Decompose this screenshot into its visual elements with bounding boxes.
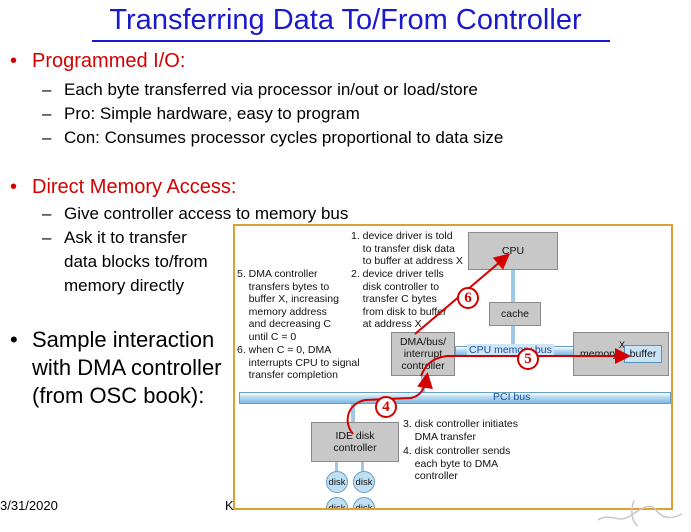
arrow-step-5 (420, 348, 631, 377)
footer-date: 3/31/2020 (0, 498, 58, 513)
cache-bus-link (511, 326, 515, 348)
slide-title: Transferring Data To/From Controller (109, 4, 582, 36)
note-step-3: 3. disk controller initiates DMA transfe… (403, 418, 518, 443)
step-4-marker: 4 (375, 396, 397, 418)
title-underline (92, 40, 610, 42)
bullet-dot: • (10, 176, 18, 198)
sample-line-2: with DMA controller (32, 355, 222, 380)
programmed-io-heading: Programmed I/O: (32, 50, 186, 72)
pci-bus-label: PCI bus (493, 391, 531, 403)
dma-diagram: 1. device driver is told to transfer dis… (233, 224, 673, 510)
note-step-4: 4. disk controller sends each byte to DM… (403, 445, 511, 482)
bullet-programmed-io: • Programmed I/O: (10, 50, 185, 73)
bullet-dot: • (10, 50, 18, 72)
programmed-io-sub-2: –Pro: Simple hardware, easy to program (42, 104, 360, 123)
sample-line-3: (from OSC book): (32, 383, 205, 408)
signature-watermark (597, 499, 683, 527)
ide-pci-link (351, 404, 355, 422)
step-5-marker: 5 (517, 348, 539, 370)
note-step-5: 5. DMA controller transfers bytes to buf… (237, 268, 339, 343)
footer-author-initial: K (225, 498, 234, 513)
dma-sub-1: –Give controller access to memory bus (42, 204, 349, 223)
buffer-box: buffer (624, 345, 662, 363)
ide-controller-box: IDE disk controller (311, 422, 399, 462)
pci-bus (239, 392, 671, 404)
disk-link-right (361, 462, 364, 474)
transfer-arrows (346, 253, 631, 435)
disk-icon: disk (326, 471, 348, 493)
dma-heading: Direct Memory Access: (32, 176, 237, 198)
note-step-2: 2. device driver tells disk controller t… (351, 268, 447, 330)
cpu-cache-link (511, 270, 515, 302)
note-step-6: 6. when C = 0, DMA interrupts CPU to sig… (237, 344, 360, 381)
dma-sub-2: –Ask it to transfer (42, 228, 187, 247)
bullet-dma: • Direct Memory Access: (10, 176, 236, 199)
dma-sub-2-cont-2: memory directly (64, 276, 184, 295)
programmed-io-sub-3: –Con: Consumes processor cycles proporti… (42, 128, 504, 147)
disk-link-left (335, 462, 338, 474)
programmed-io-sub-1: –Each byte transferred via processor in/… (42, 80, 478, 99)
step-6-marker: 6 (457, 287, 479, 309)
cache-box: cache (489, 302, 541, 326)
cpu-box: CPU (468, 232, 558, 270)
buffer-address-x: X (619, 340, 626, 350)
disk-icon: disk (353, 471, 375, 493)
note-step-1: 1. device driver is told to transfer dis… (351, 230, 463, 267)
bullet-sample: •Sample interaction (10, 327, 215, 352)
bullet-dot: • (10, 327, 18, 352)
dma-sub-2-cont-1: data blocks to/from (64, 252, 208, 271)
